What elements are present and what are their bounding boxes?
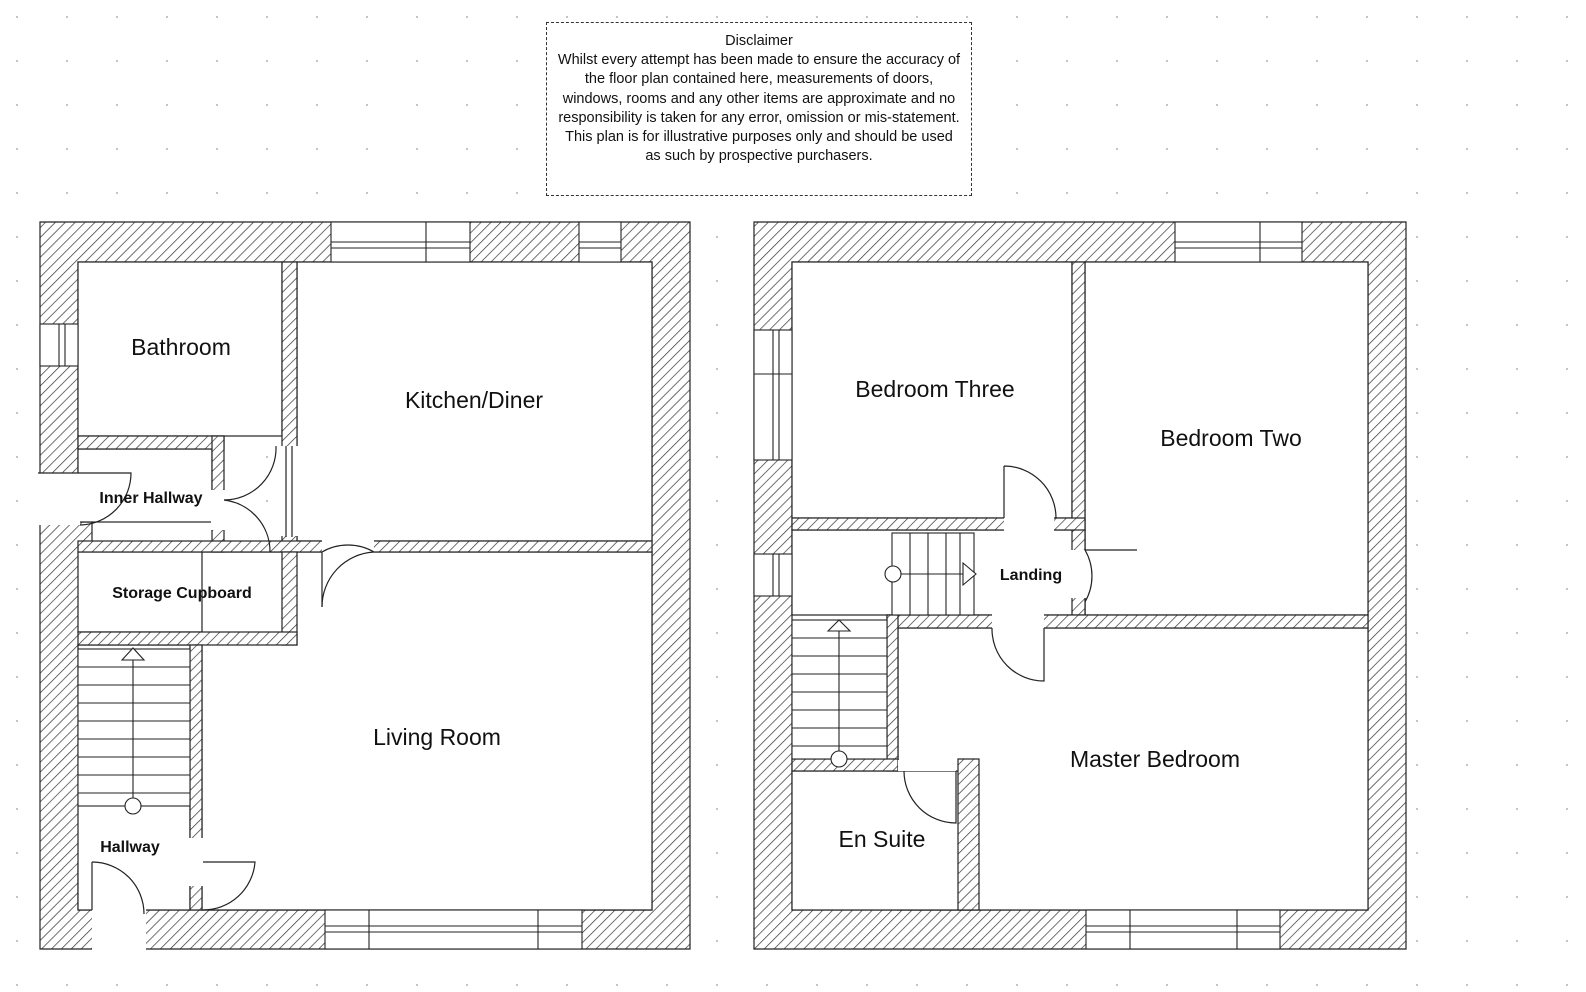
bathroom-floor (77, 261, 283, 437)
opening-bed2 (1070, 550, 1088, 598)
label-living-room: Living Room (373, 724, 501, 750)
opening-back-door (38, 473, 80, 525)
label-kitchen-diner: Kitchen/Diner (405, 387, 543, 413)
stairs-ground (77, 647, 191, 815)
label-bathroom: Bathroom (131, 334, 231, 360)
stairs-first (791, 532, 977, 768)
bedroom-two-floor (1084, 261, 1369, 616)
ground-floor-plan (38, 221, 691, 951)
opening-front-door (92, 908, 146, 951)
wall-ensuite-right (957, 758, 980, 911)
inner-hallway-floor (77, 448, 213, 523)
wall-storage-right (281, 551, 298, 646)
label-master-bedroom: Master Bedroom (1070, 746, 1240, 772)
wall-bath-inner (77, 435, 225, 450)
label-en-suite: En Suite (839, 826, 926, 852)
first-floor-plan (753, 221, 1407, 950)
wall-landing-bottom (886, 614, 1369, 629)
window-living (324, 909, 583, 950)
label-bedroom-two: Bedroom Two (1160, 425, 1301, 451)
opening-bed3 (1004, 516, 1054, 532)
opening-inner (211, 490, 225, 530)
opening-ensuite (898, 760, 956, 771)
label-inner-hallway: Inner Hallway (99, 490, 202, 507)
opening-kitchen-living (322, 540, 374, 554)
label-storage-cupboard: Storage Cupboard (112, 585, 252, 602)
opening-master (992, 613, 1044, 630)
disclaimer-title: Disclaimer (725, 33, 793, 49)
window-master (1085, 909, 1281, 950)
wall-stairs-right (886, 614, 899, 772)
en-suite-floor (791, 770, 971, 911)
wall-storage-bottom (77, 631, 298, 646)
label-hallway: Hallway (100, 839, 160, 856)
label-bedroom-three: Bedroom Three (855, 376, 1014, 402)
label-landing: Landing (1000, 567, 1062, 584)
door-living-kitchen (321, 544, 375, 607)
opening-kitchen-side (276, 446, 298, 536)
disclaimer-box: Disclaimer Whilst every attempt has been… (546, 22, 972, 196)
disclaimer-text: Whilst every attempt has been made to en… (557, 52, 961, 165)
opening-hall-living (189, 838, 203, 886)
